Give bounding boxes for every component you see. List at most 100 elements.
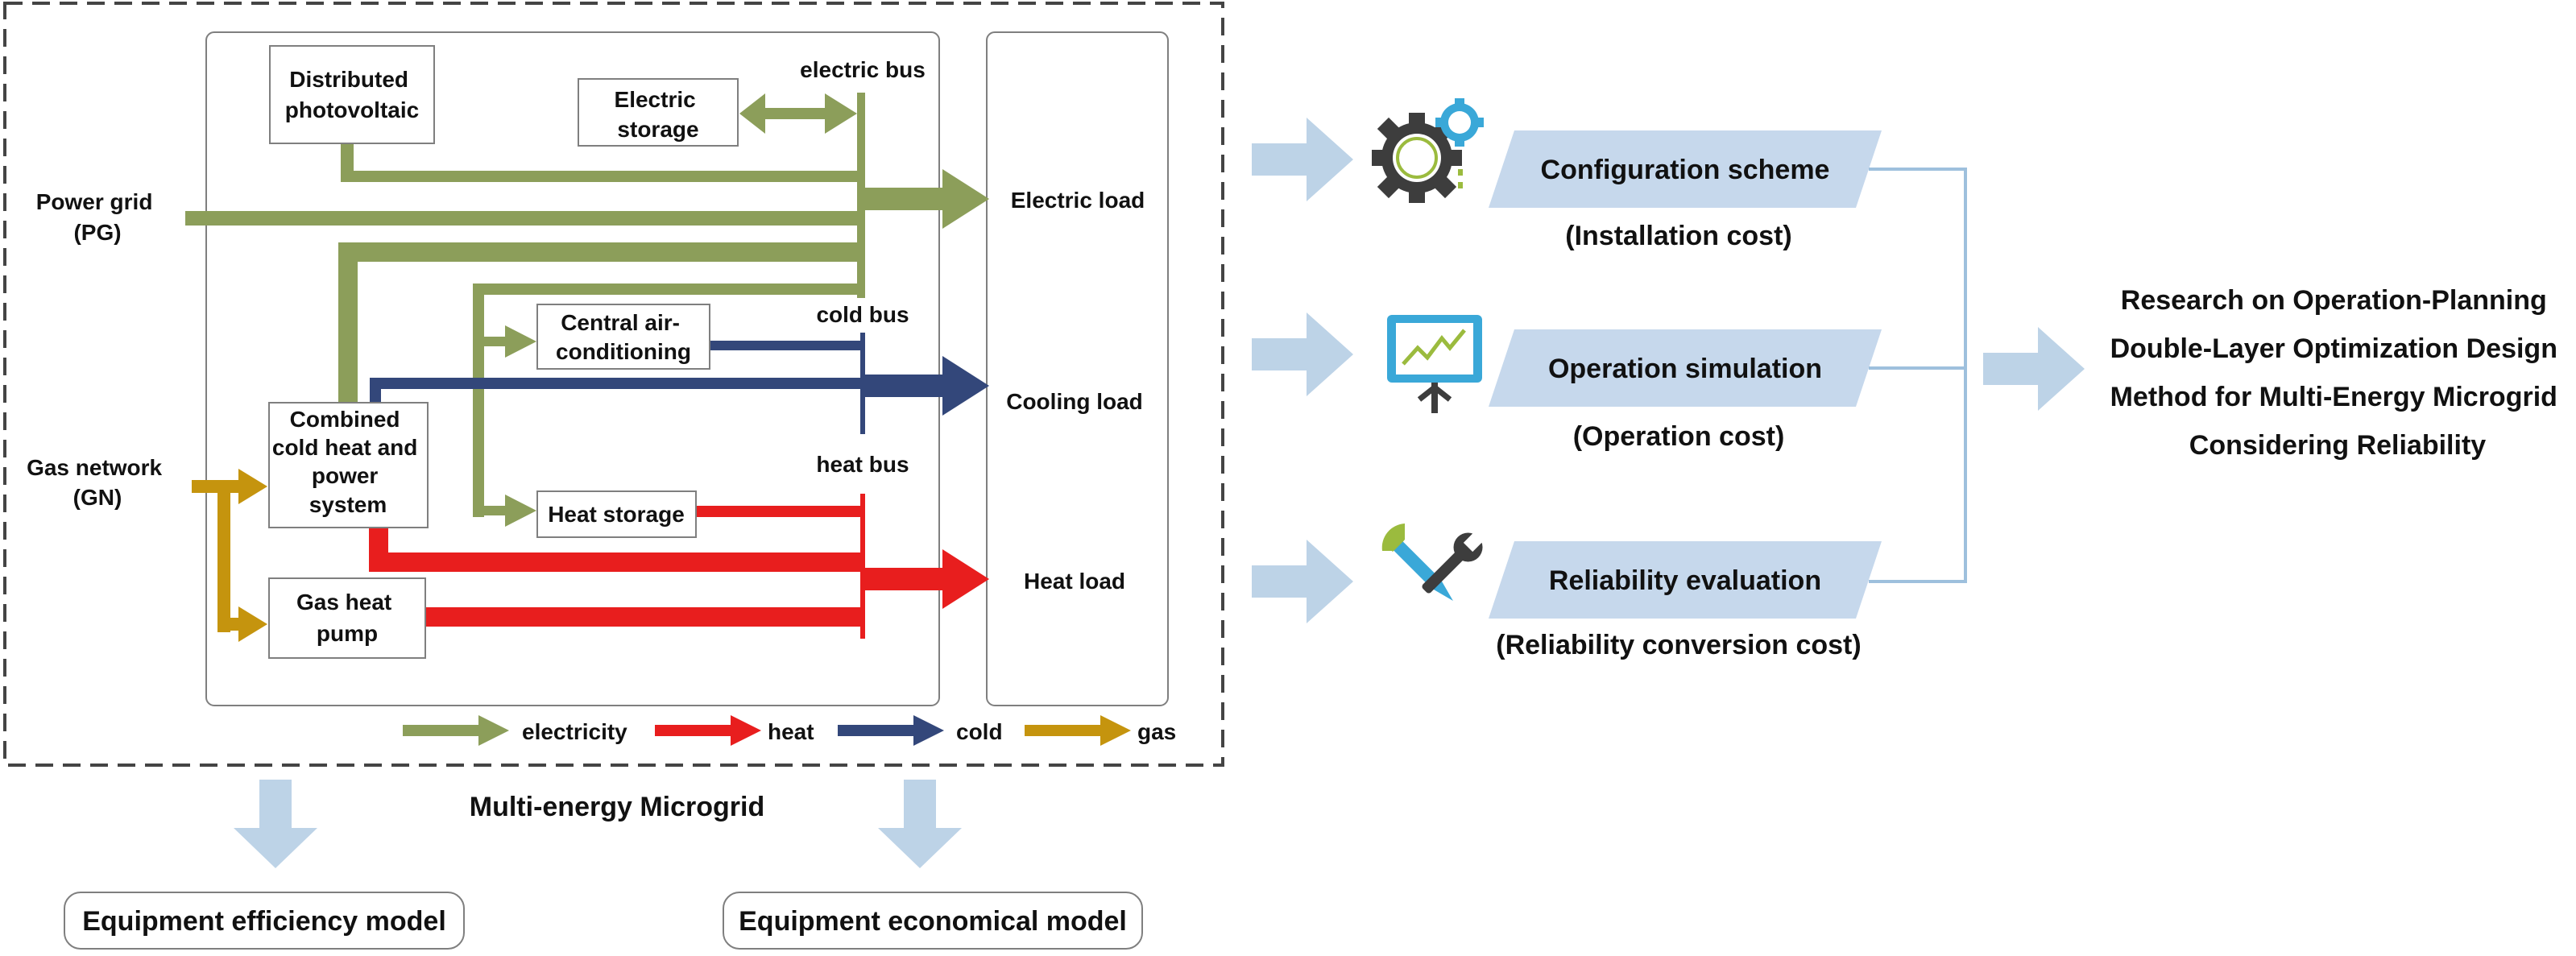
- pv-feed-line: [341, 171, 865, 182]
- gas-heat-pump-label-line: Gas heat: [296, 590, 391, 615]
- cooling-load-arrow-shaft: [865, 375, 944, 397]
- configuration-scheme-box: [1489, 130, 1882, 208]
- central-ac-label-line: Central air-: [561, 310, 680, 335]
- electric-storage-label: Electric storage: [615, 87, 702, 142]
- result-line: Double-Layer Optimization Design: [2110, 333, 2557, 364]
- gas-heat-pump-box: [268, 577, 426, 659]
- heat-flows: [369, 494, 989, 639]
- power-grid-label: Power grid (PG): [36, 189, 159, 245]
- electric-bus-line: [857, 93, 865, 298]
- gas-network-label-line: (GN): [73, 485, 122, 510]
- electric-load-arrow-shaft: [865, 188, 944, 210]
- configuration-scheme-title: Configuration scheme: [1541, 155, 1830, 185]
- result-line: Research on Operation-Planning: [2121, 285, 2547, 316]
- arrow-to-configuration: [1252, 118, 1353, 201]
- pv-label-line: Distributed: [289, 67, 408, 92]
- heat-storage-label: Heat storage: [548, 502, 685, 527]
- cooling-load-label: Cooling load: [1006, 389, 1143, 414]
- gas-network-label: Gas network (GN): [27, 455, 168, 510]
- central-ac-label-line: conditioning: [556, 339, 691, 364]
- ac-cold-line: [709, 341, 865, 350]
- heat-bus-label: heat bus: [816, 452, 909, 477]
- electric-bus-label: electric bus: [800, 57, 926, 82]
- gas-to-pump-line: [217, 618, 240, 631]
- chp-label-line: cold heat and: [272, 435, 417, 460]
- electricity-to-heat-storage-line: [473, 506, 507, 515]
- microgrid-dashed-frame: [3, 2, 1224, 767]
- gas-heat-pump-label: Gas heat pump: [296, 590, 398, 646]
- result-title: Research on Operation-Planning Double-La…: [2110, 285, 2566, 461]
- chp-label-line: Combined: [290, 407, 400, 432]
- legend-heat-label: heat: [768, 719, 814, 744]
- cold-flows: [370, 333, 989, 434]
- electric-storage-arrow-left-head: [739, 93, 765, 134]
- efficiency-model-label: Equipment efficiency model: [82, 906, 446, 937]
- electricity-flows: [185, 93, 989, 527]
- heat-load-label: Heat load: [1024, 569, 1125, 594]
- gas-to-pump-arrowhead: [238, 606, 267, 642]
- gas-heat-pump-label-line: pump: [317, 621, 378, 646]
- gas-flows: [192, 469, 267, 642]
- cold-bus-label: cold bus: [816, 302, 909, 327]
- legend-heat-arrow: [655, 715, 761, 746]
- installation-cost-label: (Installation cost): [1565, 221, 1791, 251]
- chp-label-line: power: [312, 463, 379, 488]
- gas-to-chp-arrowhead: [238, 469, 267, 504]
- tools-icon: [1381, 524, 1485, 601]
- legend-electricity-label: electricity: [522, 719, 627, 744]
- electricity-to-heat-storage-arrowhead: [505, 495, 536, 527]
- power-grid-label-line: Power grid: [36, 189, 153, 214]
- operation-simulation-title: Operation simulation: [1548, 354, 1822, 384]
- electric-storage-label-line: storage: [617, 117, 698, 142]
- arrow-to-operation: [1252, 312, 1353, 396]
- heat-storage-box: [536, 490, 697, 538]
- legend-cold-label: cold: [956, 719, 1003, 744]
- microgrid-caption: Multi-energy Microgrid: [470, 792, 764, 822]
- chp-cold-line: [370, 378, 381, 404]
- pv-label: Distributed photovoltaic: [285, 67, 419, 122]
- chp-electricity-line: [338, 242, 358, 404]
- legend-electricity-arrow: [403, 715, 509, 746]
- electricity-to-ac-arrowhead: [505, 325, 536, 358]
- legend-gas-arrow: [1025, 715, 1131, 746]
- chp-box: [268, 402, 429, 528]
- electric-load-arrow-head: [942, 169, 989, 229]
- gears-icon: [1372, 98, 1484, 203]
- gas-network-line: [192, 480, 240, 493]
- heat-load-arrow-head: [942, 549, 989, 609]
- chp-label: Combined cold heat and power system: [272, 407, 424, 517]
- electric-storage-arrow-right-head: [825, 93, 857, 134]
- chp-electricity-line: [338, 242, 865, 262]
- central-ac-label: Central air- conditioning: [556, 310, 691, 364]
- electricity-to-ac-line: [473, 283, 484, 517]
- down-arrow-economical: [878, 780, 962, 868]
- heat-storage-line: [696, 506, 865, 517]
- power-grid-line: [185, 211, 865, 226]
- result-line: Considering Reliability: [2189, 430, 2486, 461]
- economical-model-label: Equipment economical model: [739, 906, 1127, 937]
- legend: electricity heat cold gas: [403, 715, 1176, 746]
- electric-storage-arrow: [761, 108, 829, 119]
- result-line: Method for Multi-Energy Microgrid: [2110, 382, 2557, 412]
- arrow-to-reliability: [1252, 540, 1353, 623]
- gas-network-label-line: Gas network: [27, 455, 162, 480]
- electric-storage-label-line: Electric: [615, 87, 696, 112]
- loads-panel: [986, 31, 1169, 706]
- reliability-conversion-cost-label: (Reliability conversion cost): [1496, 630, 1861, 660]
- operation-cost-label: (Operation cost): [1573, 421, 1785, 452]
- chp-label-line: system: [309, 492, 387, 517]
- operation-simulation-box: [1489, 329, 1882, 407]
- arrow-to-result: [1983, 327, 2085, 411]
- heat-storage-label-line: Heat storage: [548, 502, 685, 527]
- reliability-evaluation-title: Reliability evaluation: [1549, 565, 1821, 596]
- gas-branch-line: [217, 480, 230, 632]
- legend-cold-arrow: [838, 715, 944, 746]
- central-ac-box: [536, 304, 710, 370]
- pv-box: [269, 45, 435, 144]
- pv-label-line: photovoltaic: [285, 97, 419, 122]
- efficiency-model-box: [64, 892, 465, 950]
- electricity-to-ac-line: [473, 283, 865, 295]
- legend-gas-label: gas: [1137, 719, 1176, 744]
- heat-load-arrow-shaft: [865, 568, 944, 590]
